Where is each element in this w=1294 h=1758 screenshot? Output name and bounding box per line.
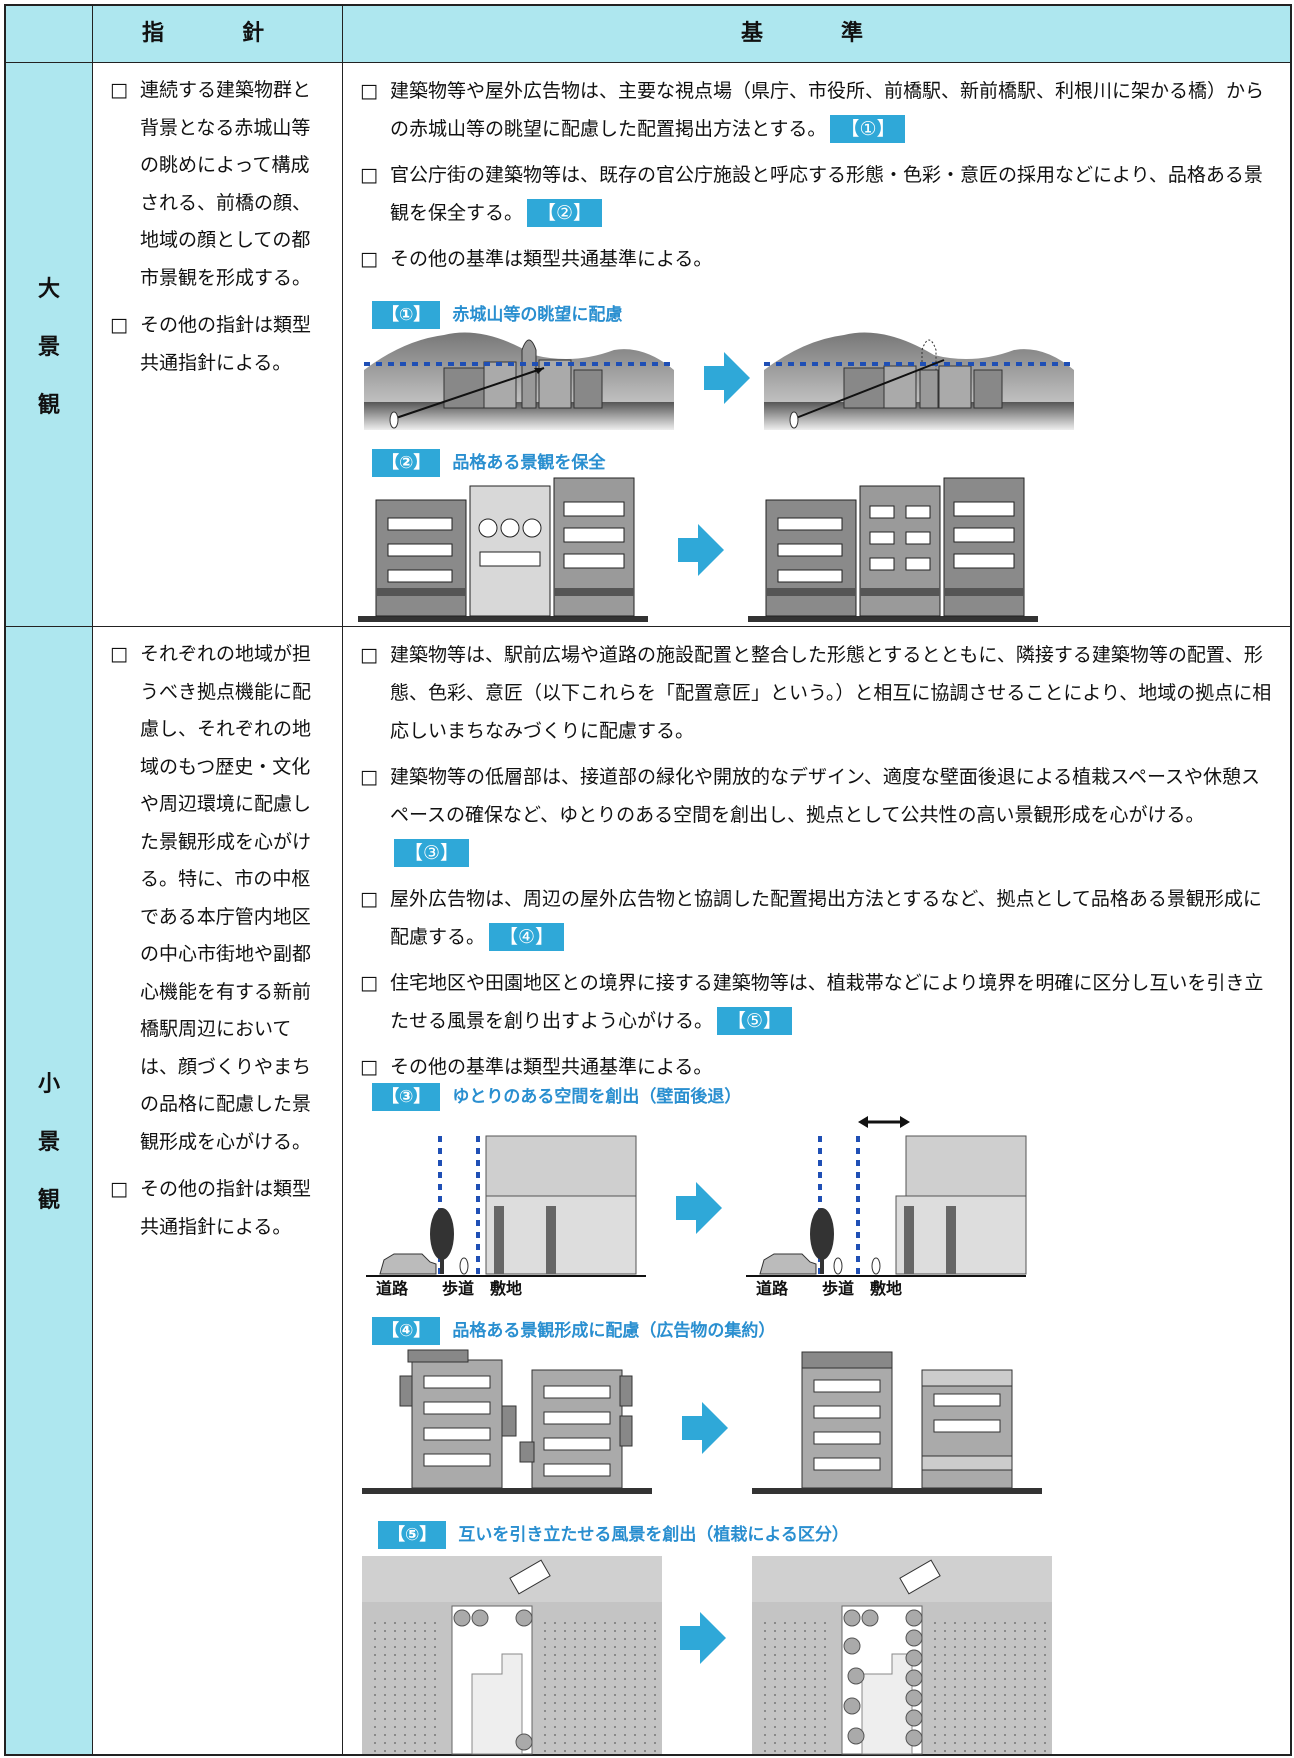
sidewalk-label: 歩道 (822, 1279, 854, 1298)
label-column-bg (6, 62, 92, 1754)
figure3-setback: 道路 歩道 敷地 道路 歩道 敷地 (366, 1116, 1027, 1298)
figure5-title: 【⑤】互いを引き立たせる風景を創出（植栽による区分） (378, 1520, 849, 1549)
ref-tag: 【②】 (527, 199, 603, 227)
figure1-title: 【①】赤城山等の眺望に配慮 (372, 300, 622, 329)
ref-tag: 【③】 (394, 839, 470, 867)
ref-tag: 【⑤】 (717, 1007, 793, 1035)
section-label-large-landscape: 大 景 観 (37, 277, 60, 418)
standard-item: その他の基準は類型共通基準による。 (360, 1048, 1275, 1086)
section1-standards: 建築物等や屋外広告物は、主要な視点場（県庁、市役所、前橋駅、新前橋駅、利根川に架… (360, 72, 1275, 286)
guideline-item: その他の指針は類型共通指針による。 (110, 1171, 324, 1246)
guideline-item: その他の指針は類型共通指針による。 (110, 307, 324, 382)
figure1-mountain-view (364, 332, 1074, 430)
standard-item: 建築物等や屋外広告物は、主要な視点場（県庁、市役所、前橋駅、新前橋駅、利根川に架… (360, 72, 1275, 148)
standard-item: 建築物等の低層部は、接道部の緑化や開放的なデザイン、適度な壁面後退による植栽スペ… (360, 758, 1275, 872)
standard-item: 建築物等は、駅前広場や道路の施設配置と整合した形態とするとともに、隣接する建築物… (360, 636, 1275, 750)
section-label-small-landscape: 小 景 観 (37, 1072, 60, 1213)
header-guideline: 指 針 (141, 21, 292, 46)
figure2-buildings (358, 477, 1038, 622)
standard-item: その他の基準は類型共通基準による。 (360, 240, 1275, 278)
figure3-title: 【③】ゆとりのある空間を創出（壁面後退） (372, 1082, 741, 1111)
figure4-billboards (362, 1349, 1042, 1494)
arrow-right-icon (678, 524, 724, 576)
ref-tag: 【①】 (830, 115, 906, 143)
standard-item: 屋外広告物は、周辺の屋外広告物と協調した配置掲出方法とするなど、拠点として品格あ… (360, 880, 1275, 956)
header-row (6, 6, 1290, 62)
site-label: 敷地 (870, 1279, 902, 1298)
arrow-right-icon (680, 1612, 726, 1664)
figure4-title: 【④】品格ある景観形成に配慮（広告物の集約） (372, 1316, 775, 1345)
section2-standards: 建築物等は、駅前広場や道路の施設配置と整合した形態とするとともに、隣接する建築物… (360, 636, 1275, 1094)
guideline-item: それぞれの地域が担うべき拠点機能に配慮し、それぞれの地域のもつ歴史・文化や周辺環… (110, 636, 324, 1161)
arrow-right-icon (704, 352, 750, 404)
road-label: 道路 (756, 1279, 789, 1298)
standard-item: 官公庁街の建築物等は、既存の官公庁施設と呼応する形態・色彩・意匠の採用などにより… (360, 156, 1275, 232)
figure2-title: 【②】品格ある景観を保全 (372, 448, 605, 477)
road-label: 道路 (376, 1279, 409, 1298)
section1-guidelines: 連続する建築物群と背景となる赤城山等の眺めによって構成される、前橋の顔、地域の顔… (110, 72, 324, 382)
ref-tag: 【④】 (489, 923, 565, 951)
figure5-planting (362, 1556, 1052, 1755)
guideline-table: 指 針 基 準 大 景 観 連続する建築物群と背景となる赤城山等の眺めによって構… (4, 4, 1292, 1756)
arrow-right-icon (682, 1402, 728, 1454)
site-label: 敷地 (490, 1279, 522, 1298)
guideline-item: 連続する建築物群と背景となる赤城山等の眺めによって構成される、前橋の顔、地域の顔… (110, 72, 324, 297)
arrow-right-icon (676, 1182, 722, 1234)
section2-guidelines: それぞれの地域が担うべき拠点機能に配慮し、それぞれの地域のもつ歴史・文化や周辺環… (110, 636, 324, 1246)
header-standard: 基 準 (740, 21, 891, 46)
sidewalk-label: 歩道 (442, 1279, 474, 1298)
standard-item: 住宅地区や田園地区との境界に接する建築物等は、植栽帯などにより境界を明確に区分し… (360, 964, 1275, 1040)
